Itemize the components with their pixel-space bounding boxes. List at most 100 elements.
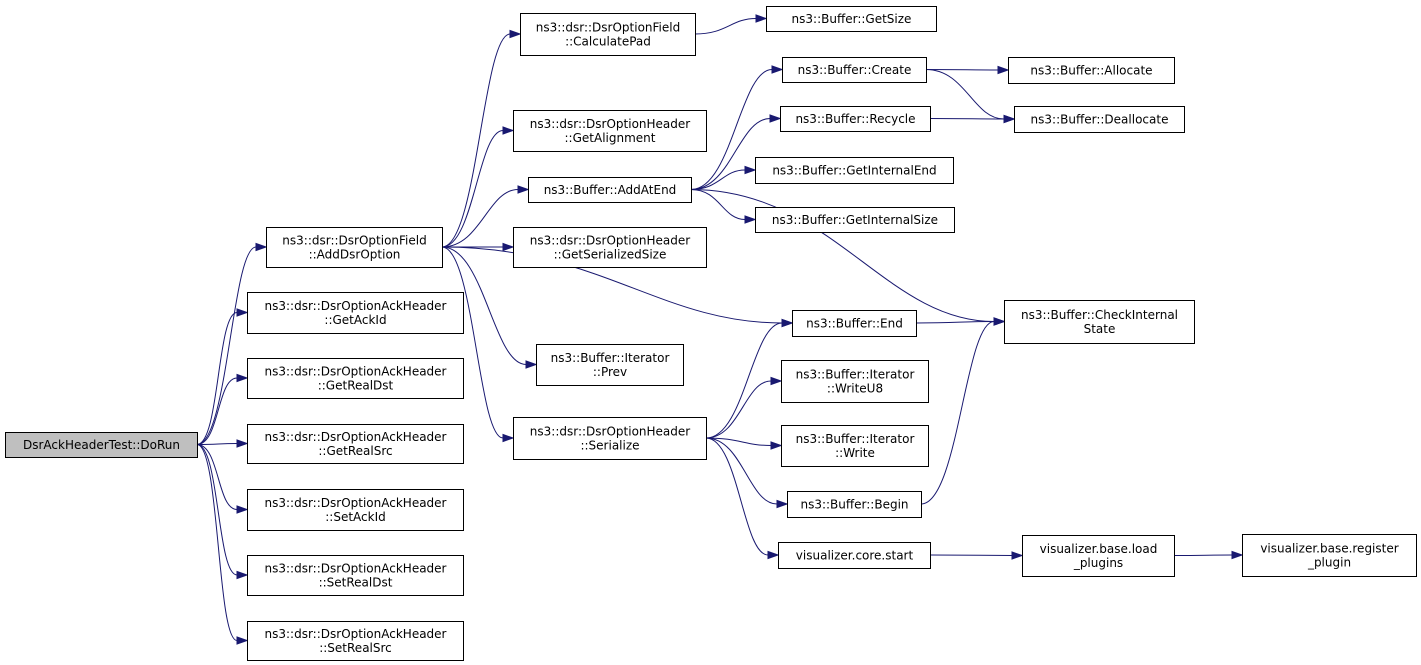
node-label: ::Prev	[593, 365, 627, 379]
arrow-head-icon	[755, 14, 768, 23]
node-set-ack-id[interactable]: ns3::dsr::DsrOptionAckHeader::SetAckId	[247, 489, 464, 531]
edge-add_dsr_option-to-get_alignment	[441, 126, 515, 248]
node-label: ns3::dsr::DsrOptionAckHeader	[265, 562, 447, 576]
node-load-plugins[interactable]: visualizer.base.load_plugins	[1022, 535, 1175, 577]
edge-line	[920, 321, 995, 505]
node-add-at-end[interactable]: ns3::Buffer::AddAtEnd	[528, 177, 692, 203]
node-core-start[interactable]: visualizer.core.start	[778, 542, 931, 569]
node-calculate-pad[interactable]: ns3::dsr::DsrOptionField::CalculatePad	[520, 13, 696, 56]
node-label: ns3::Buffer::Iterator	[551, 351, 670, 365]
node-label: ::AddDsrOption	[309, 248, 401, 262]
edge-end-to-check_internal_state	[915, 317, 1006, 326]
node-box	[247, 489, 464, 531]
node-box	[513, 417, 707, 460]
edge-add_at_end-to-create	[690, 65, 784, 190]
node-set-real-src[interactable]: ns3::dsr::DsrOptionAckHeader::SetRealSrc	[247, 621, 464, 661]
node-box	[520, 13, 696, 56]
node-end[interactable]: ns3::Buffer::End	[792, 310, 917, 337]
node-label: ns3::Buffer::Allocate	[1030, 64, 1152, 78]
edge-root-to-get_ack_id	[196, 308, 249, 445]
node-box	[781, 425, 929, 467]
node-set-real-dst[interactable]: ns3::dsr::DsrOptionAckHeader::SetRealDst	[247, 555, 464, 596]
node-get-internal-end[interactable]: ns3::Buffer::GetInternalEnd	[755, 157, 954, 184]
edge-line	[196, 312, 238, 445]
arrow-head-icon	[525, 360, 538, 369]
arrow-head-icon	[993, 317, 1006, 326]
arrow-head-icon	[767, 550, 780, 560]
edge-line	[690, 69, 773, 190]
node-register-plugin[interactable]: visualizer.base.register_plugin	[1242, 534, 1417, 577]
node-begin[interactable]: ns3::Buffer::Begin	[787, 491, 922, 518]
node-serialize[interactable]: ns3::dsr::DsrOptionHeader::Serialize	[513, 417, 707, 460]
edge-root-to-set_real_src	[196, 444, 249, 645]
node-box	[247, 358, 464, 399]
arrow-head-icon	[769, 114, 782, 123]
node-box	[247, 621, 464, 661]
edge-root-to-add_dsr_option	[196, 242, 268, 445]
edge-line	[690, 169, 746, 190]
node-iterator-prev[interactable]: ns3::Buffer::Iterator::Prev	[536, 344, 684, 386]
edge-line	[705, 437, 778, 505]
edge-add_at_end-to-recycle	[690, 114, 782, 190]
node-box	[536, 344, 684, 386]
node-label: ns3::Buffer::Iterator	[796, 432, 915, 446]
edge-line	[196, 444, 238, 576]
node-get-serialized-size[interactable]: ns3::dsr::DsrOptionHeader::GetSerialized…	[513, 227, 707, 268]
node-get-real-src[interactable]: ns3::dsr::DsrOptionAckHeader::GetRealSrc	[247, 424, 464, 464]
node-box	[1004, 300, 1195, 344]
node-box	[1022, 535, 1175, 577]
edge-line	[441, 189, 519, 248]
edge-add_dsr_option-to-serialize	[441, 246, 515, 443]
node-root[interactable]: DsrAckHeaderTest::DoRun	[5, 432, 198, 458]
arrow-head-icon	[1011, 551, 1024, 560]
arrow-head-icon	[744, 215, 757, 224]
node-get-alignment[interactable]: ns3::dsr::DsrOptionHeader::GetAlignment	[513, 110, 707, 152]
node-box	[266, 227, 443, 268]
edge-line	[705, 437, 769, 556]
edge-root-to-set_ack_id	[196, 444, 249, 514]
edge-serialize-to-write	[705, 437, 783, 450]
arrow-head-icon	[236, 636, 249, 645]
arrow-head-icon	[1231, 550, 1244, 560]
edge-calculate_pad-to-get_size	[694, 14, 768, 35]
node-deallocate[interactable]: ns3::Buffer::Deallocate	[1014, 106, 1185, 133]
node-get-ack-id[interactable]: ns3::dsr::DsrOptionAckHeader::GetAckId	[247, 292, 464, 334]
arrow-head-icon	[776, 499, 789, 509]
node-get-internal-size[interactable]: ns3::Buffer::GetInternalSize	[755, 207, 955, 233]
node-recycle[interactable]: ns3::Buffer::Recycle	[780, 106, 931, 132]
edge-load_plugins-to-register_plugin	[1173, 550, 1244, 560]
node-create[interactable]: ns3::Buffer::Create	[782, 57, 927, 83]
node-get-real-dst[interactable]: ns3::dsr::DsrOptionAckHeader::GetRealDst	[247, 358, 464, 399]
node-write-u8[interactable]: ns3::Buffer::Iterator::WriteU8	[781, 360, 929, 403]
node-get-size[interactable]: ns3::Buffer::GetSize	[766, 6, 937, 32]
edge-line	[196, 443, 238, 445]
edge-line	[441, 33, 511, 248]
node-label: visualizer.base.register	[1260, 542, 1398, 556]
arrow-head-icon	[236, 308, 249, 317]
node-label: visualizer.core.start	[796, 549, 914, 563]
node-box	[1008, 57, 1175, 84]
node-box	[755, 207, 955, 233]
edges-layer	[196, 14, 1244, 645]
node-allocate[interactable]: ns3::Buffer::Allocate	[1008, 57, 1175, 84]
node-label: ns3::dsr::DsrOptionHeader	[530, 117, 690, 131]
node-label: _plugins	[1073, 556, 1123, 570]
node-label: ::GetSerializedSize	[554, 248, 667, 262]
edge-core_start-to-load_plugins	[929, 551, 1024, 560]
node-label: ::Serialize	[580, 439, 639, 453]
node-label: ns3::Buffer::CheckInternal	[1021, 308, 1178, 322]
node-label: ns3::Buffer::GetInternalEnd	[772, 164, 936, 178]
node-label: ::Write	[835, 446, 875, 460]
arrow-head-icon	[517, 185, 530, 194]
arrow-head-icon	[255, 242, 268, 252]
arrow-head-icon	[236, 439, 249, 448]
node-write[interactable]: ns3::Buffer::Iterator::Write	[781, 425, 929, 467]
node-label: ns3::dsr::DsrOptionAckHeader	[265, 365, 447, 379]
node-label: ns3::Buffer::End	[806, 317, 903, 331]
edge-line	[441, 246, 504, 439]
node-add-dsr-option[interactable]: ns3::dsr::DsrOptionField::AddDsrOption	[266, 227, 443, 268]
edge-root-to-get_real_dst	[196, 373, 249, 445]
node-label: ::GetRealSrc	[318, 444, 392, 458]
